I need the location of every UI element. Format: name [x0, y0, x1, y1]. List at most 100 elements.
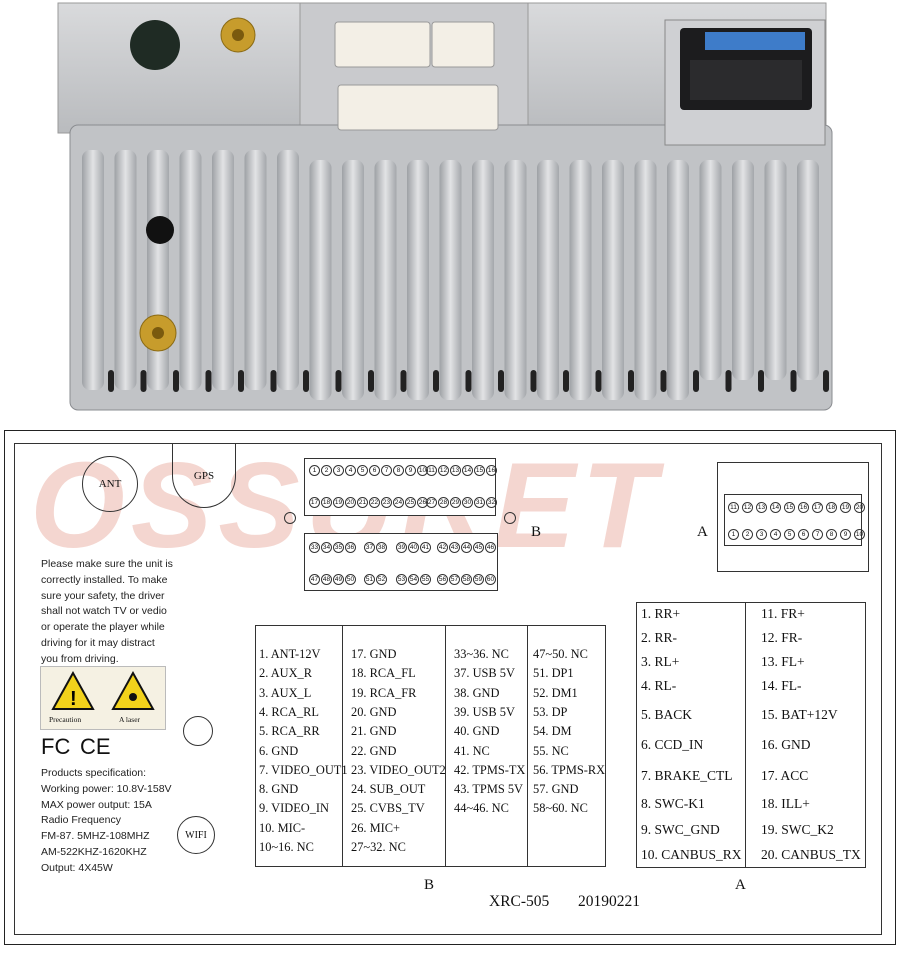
- vent-slot: [530, 370, 537, 392]
- pin-number: 21: [357, 497, 368, 508]
- pin-number: 3: [756, 529, 767, 540]
- pin-number: 58: [461, 574, 472, 585]
- pin-assignment-cell: 2. AUX_R: [259, 666, 313, 681]
- vent-slot: [303, 370, 309, 392]
- pin-number: 50: [345, 574, 356, 585]
- pin-number: 35: [333, 542, 344, 553]
- text-line: shall not watch TV or vedio: [41, 605, 167, 618]
- white-connector-3: [337, 84, 499, 131]
- vent-slot: [823, 370, 829, 392]
- pin-number: 1: [309, 465, 320, 476]
- pin-assignment-cell: 33~36. NC: [454, 647, 509, 661]
- table-b-divider: [342, 625, 343, 867]
- pin-number: 7: [381, 465, 392, 476]
- pin-number: 29: [450, 497, 461, 508]
- pin-number: 45: [473, 542, 484, 553]
- pin-assignment-cell: 6. GND: [259, 743, 299, 758]
- pin-number: 49: [333, 574, 344, 585]
- pin-number: 17: [812, 502, 823, 513]
- pin-number: 43: [449, 542, 460, 553]
- pin-number: 27: [426, 497, 437, 508]
- pin-number: 19: [840, 502, 851, 513]
- pin-assignment-cell: 26. MIC+: [351, 820, 400, 835]
- precaution-icon: [51, 670, 95, 710]
- pin-assignment-cell: 17. GND: [351, 647, 397, 661]
- pin-assignment-cell: 42. TPMS-TX: [454, 762, 526, 777]
- connector-b-letter: B: [531, 524, 542, 540]
- pin-assignment-cell: 53. DP: [533, 704, 568, 719]
- table-a: [636, 602, 866, 868]
- pin-assignment-cell: 47~50. NC: [533, 647, 588, 661]
- spec-text: Products specification:Working power: 10…: [41, 766, 211, 877]
- mount-hole-left: [284, 512, 296, 524]
- gps-label: GPS: [193, 469, 215, 482]
- cooling-fin: [82, 150, 104, 390]
- cooling-fins: [82, 150, 829, 400]
- pin-number: 2: [321, 465, 332, 476]
- pin-number: 55: [420, 574, 431, 585]
- pin-assignment-cell: 58~60. NC: [533, 801, 588, 816]
- cooling-fin: [407, 160, 429, 400]
- pin-assignment-cell: 39. USB 5V: [454, 704, 515, 719]
- cooling-fin: [309, 160, 332, 400]
- cooling-fin: [634, 160, 657, 400]
- ant-circle: ANT: [82, 456, 138, 512]
- pin-number: 48: [321, 574, 332, 585]
- pin-assignment-cell: 57. GND: [533, 782, 579, 797]
- text-line: MAX power output: 15A: [41, 798, 152, 811]
- vent-slot: [725, 370, 732, 392]
- pin-number: 9: [840, 529, 851, 540]
- pin-assignment-cell: 10. CANBUS_RX: [641, 847, 742, 862]
- pin-assignment-cell: 14. FL-: [761, 678, 802, 693]
- pin-assignment-cell: 9. VIDEO_IN: [259, 801, 329, 816]
- pin-number: 19: [333, 497, 344, 508]
- cooling-fin: [342, 160, 364, 400]
- pin-assignment-cell: 25. CVBS_TV: [351, 801, 425, 816]
- pin-number: 30: [462, 497, 473, 508]
- laser-icon: [111, 670, 155, 710]
- pin-assignment-cell: 19. SWC_K2: [761, 822, 834, 837]
- pin-number: 57: [449, 574, 460, 585]
- fuse: [705, 32, 805, 50]
- pin-assignment-cell: 9. SWC_GND: [641, 822, 720, 837]
- cooling-fin: [179, 150, 202, 390]
- pin-number: 33: [309, 542, 320, 553]
- fc-mark: FC: [41, 734, 71, 759]
- cooling-fin: [439, 160, 462, 400]
- pin-number: 12: [742, 502, 753, 513]
- cooling-fin: [374, 160, 397, 400]
- ce-mark: CE: [80, 734, 111, 759]
- pin-assignment-cell: 19. RCA_FR: [351, 685, 417, 700]
- vent-slot: [790, 370, 797, 392]
- mid-hole: [146, 216, 174, 244]
- pin-number: 51: [364, 574, 375, 585]
- pin-assignment-cell: 54. DM: [533, 724, 572, 739]
- pin-assignment-cell: 43. TPMS 5V: [454, 782, 523, 797]
- pin-assignment-cell: 7. BRAKE_CTL: [641, 768, 733, 783]
- cooling-fin: [472, 160, 494, 400]
- pin-number: 40: [408, 542, 419, 553]
- pin-number: 20: [345, 497, 356, 508]
- cooling-fin: [147, 150, 169, 390]
- table-b-divider: [445, 625, 446, 867]
- vent-slot: [498, 370, 504, 392]
- pin-assignment-cell: 17. ACC: [761, 768, 809, 783]
- pin-assignment-cell: 27~32. NC: [351, 840, 406, 854]
- vent-slot: [433, 370, 439, 392]
- pin-number: 7: [812, 529, 823, 540]
- pin-number: 31: [474, 497, 485, 508]
- pin-assignment-cell: 23. VIDEO_OUT2: [351, 762, 446, 777]
- pin-assignment-cell: 11. FR+: [761, 606, 805, 621]
- pin-assignment-cell: 13. FL+: [761, 654, 805, 669]
- pin-number: 28: [438, 497, 449, 508]
- pin-number: 8: [826, 529, 837, 540]
- pin-assignment-cell: 44~46. NC: [454, 801, 509, 816]
- pin-assignment-cell: 52. DM1: [533, 685, 578, 700]
- pin-assignment-cell: 8. GND: [259, 782, 299, 797]
